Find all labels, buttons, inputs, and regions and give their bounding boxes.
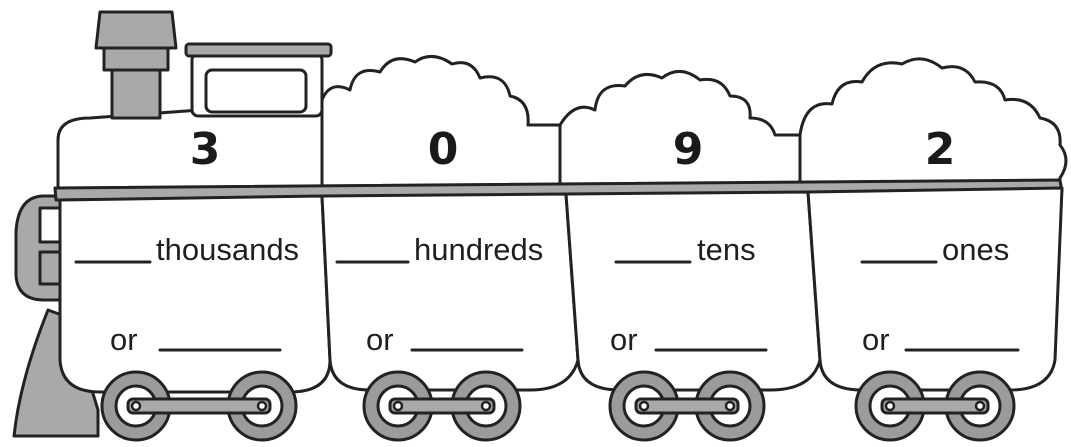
digit-ones: 2 — [925, 124, 956, 175]
wheel-pin — [974, 400, 986, 412]
wheel-pair — [854, 370, 1016, 442]
car-ones — [806, 186, 1064, 392]
or-label-thousands: or — [110, 322, 138, 357]
label-hundreds: hundreds — [414, 232, 543, 267]
label-thousands: thousands — [156, 232, 299, 267]
wheel-pin — [392, 400, 404, 412]
smoke-cloud-2 — [558, 70, 802, 192]
or-label-ones: or — [862, 322, 890, 357]
cab-window — [204, 68, 308, 114]
wheel-pin — [480, 400, 492, 412]
car-thousands — [58, 194, 332, 394]
cab-roof — [184, 42, 333, 58]
wheel-pin — [724, 400, 736, 412]
smoke-cloud-1 — [320, 55, 562, 192]
wheel-pin — [638, 400, 650, 412]
digit-tens: 9 — [673, 124, 704, 175]
lamp-glass-top — [38, 206, 62, 244]
locomotive — [12, 10, 333, 438]
car-hundreds — [320, 192, 580, 392]
wheel-pin — [256, 400, 268, 412]
label-tens: tens — [697, 232, 756, 267]
wheel-pair — [608, 370, 766, 442]
connecting-rod — [388, 397, 496, 415]
wheel-pin — [130, 400, 142, 412]
smokestack — [110, 68, 162, 120]
lamp-glass-bottom — [38, 250, 62, 286]
label-ones: ones — [942, 232, 1009, 267]
smokestack-top — [94, 10, 178, 50]
digit-hundreds: 0 — [428, 124, 459, 175]
wheel-pin — [884, 400, 896, 412]
connecting-rod — [634, 397, 740, 415]
wheel-pair — [100, 370, 298, 442]
wheels — [100, 370, 1016, 442]
locomotive-cab — [190, 52, 324, 118]
smoke-cloud-3 — [798, 57, 1068, 192]
or-label-hundreds: or — [366, 322, 394, 357]
wheel-pair — [362, 370, 522, 442]
smokestack-collar — [102, 46, 170, 72]
connecting-rod — [880, 397, 990, 415]
car-tens — [564, 190, 822, 392]
connecting-rod — [126, 397, 272, 415]
or-label-tens: or — [610, 322, 638, 357]
digit-thousands: 3 — [190, 124, 221, 175]
